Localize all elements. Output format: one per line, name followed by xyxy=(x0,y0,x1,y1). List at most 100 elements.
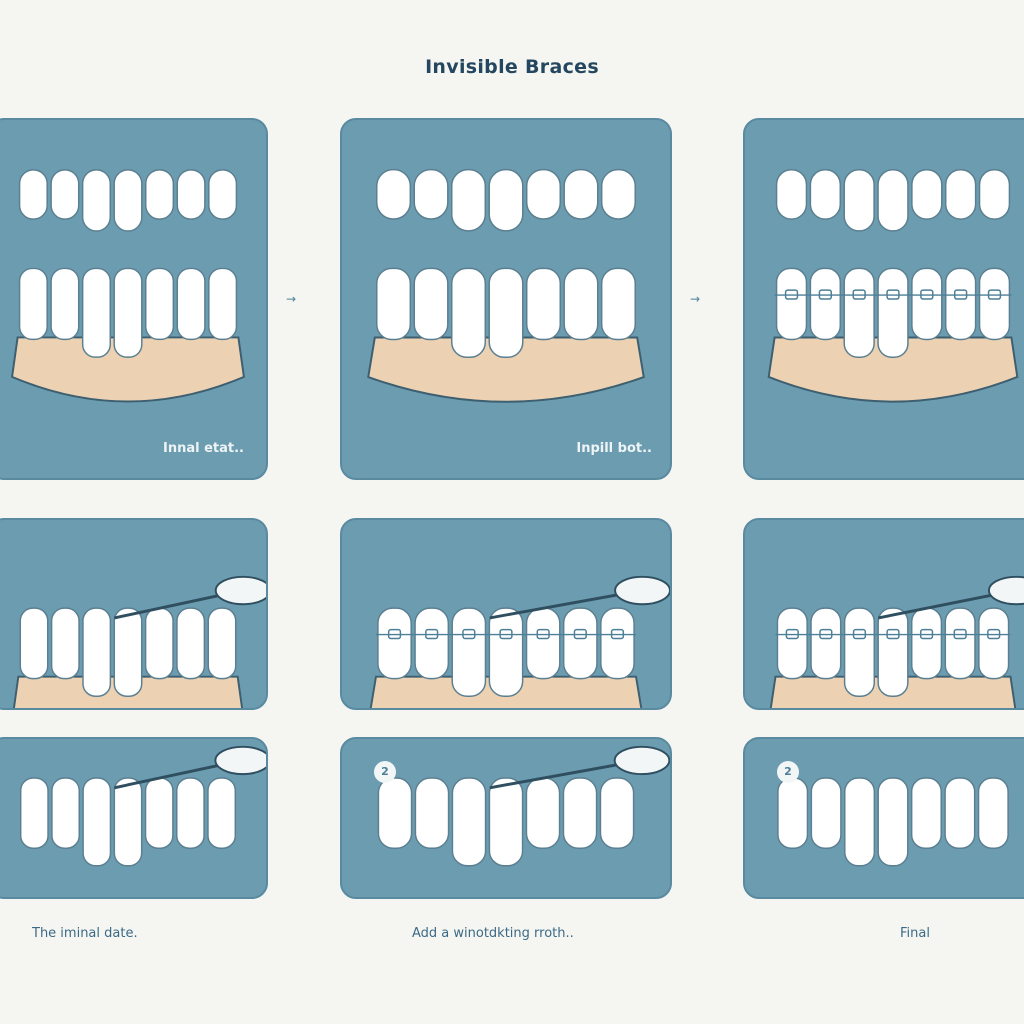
upper-tooth xyxy=(775,169,808,220)
upper-tooth xyxy=(911,169,943,220)
panel-initial-state: Innal etat.. xyxy=(0,118,268,480)
upper-tooth xyxy=(451,168,487,232)
arrow-icon: → xyxy=(286,292,297,306)
lower-tooth xyxy=(413,267,449,341)
lower-tooth xyxy=(113,777,143,867)
molars-illustration xyxy=(777,777,1009,867)
panel-input-state: Inpill bot.. xyxy=(340,118,672,480)
gum-shape xyxy=(767,336,1019,403)
upper-tooth xyxy=(843,169,875,232)
lower-tooth xyxy=(911,267,943,341)
upper-tooth xyxy=(563,168,599,220)
lower-tooth xyxy=(562,607,598,680)
panel-procedure-1 xyxy=(0,518,268,710)
panel-molars-1 xyxy=(0,737,268,899)
lower-tooth xyxy=(809,267,842,341)
lower-tooth xyxy=(843,607,875,697)
upper-tooth xyxy=(145,169,175,220)
upper-tooth xyxy=(208,169,238,220)
lower-tooth xyxy=(451,267,487,359)
lower-tooth xyxy=(944,607,976,680)
upper-tooth xyxy=(488,168,524,232)
lower-tooth xyxy=(207,607,237,680)
gum-shape xyxy=(367,336,645,403)
lower-tooth xyxy=(600,267,636,341)
gloved-hand xyxy=(214,575,266,606)
teeth-with-dental-tool-illustration xyxy=(369,575,670,708)
panel-procedure-2 xyxy=(340,518,672,710)
lower-tooth xyxy=(877,607,909,697)
arrow-icon: → xyxy=(690,292,701,306)
upper-lower-teeth-illustration xyxy=(367,168,645,403)
molars-illustration xyxy=(19,745,266,867)
gloved-hand xyxy=(613,745,670,776)
lower-tooth xyxy=(776,607,808,680)
lower-tooth xyxy=(207,777,237,849)
lower-tooth xyxy=(176,777,205,849)
lower-tooth xyxy=(414,777,450,849)
lower-tooth xyxy=(843,267,875,358)
lower-tooth xyxy=(376,267,412,341)
teeth-with-dental-tool-illustration xyxy=(769,575,1024,708)
upper-tooth xyxy=(944,169,977,220)
lower-tooth xyxy=(18,267,48,341)
upper-tooth xyxy=(81,169,111,232)
upper-lower-teeth-illustration xyxy=(10,169,246,403)
panel-procedure-3 xyxy=(743,518,1024,710)
step-badge: 2 xyxy=(777,761,799,783)
lower-tooth xyxy=(600,607,635,680)
upper-tooth xyxy=(525,168,561,220)
lower-tooth xyxy=(525,607,561,680)
lower-tooth xyxy=(911,607,943,680)
gum-shape xyxy=(10,336,246,403)
upper-tooth xyxy=(877,169,909,232)
lower-tooth xyxy=(978,607,1010,680)
lower-tooth xyxy=(113,607,143,697)
lower-tooth xyxy=(562,777,598,849)
lower-tooth xyxy=(944,777,976,849)
caption-initial: The iminal date. xyxy=(32,926,138,941)
gloved-hand xyxy=(987,575,1024,606)
lower-tooth xyxy=(81,267,111,358)
lower-tooth xyxy=(810,607,842,680)
lower-tooth xyxy=(51,777,80,849)
panel-molars-3: 2 xyxy=(743,737,1024,899)
lower-tooth xyxy=(488,777,524,867)
lower-tooth xyxy=(19,607,49,680)
lower-tooth xyxy=(978,267,1011,341)
lower-tooth xyxy=(525,777,561,849)
gloved-hand xyxy=(214,745,266,776)
lower-tooth xyxy=(176,607,206,680)
lower-tooth xyxy=(208,267,238,341)
lower-tooth xyxy=(775,267,808,341)
lower-tooth xyxy=(944,267,977,341)
lower-tooth xyxy=(113,267,143,358)
teeth-with-braces-illustration xyxy=(767,169,1019,403)
panel-label: Innal etat.. xyxy=(163,441,244,456)
panel-molars-2: 2 xyxy=(340,737,672,899)
page-title: Invisible Braces xyxy=(425,56,599,78)
lower-tooth xyxy=(977,777,1009,849)
panel-braces-state xyxy=(743,118,1024,480)
lower-tooth xyxy=(377,777,413,849)
upper-tooth xyxy=(376,168,412,220)
lower-tooth xyxy=(599,777,635,849)
upper-tooth xyxy=(50,169,80,220)
upper-tooth xyxy=(809,169,842,220)
lower-tooth xyxy=(910,777,942,849)
teeth-with-dental-tool-illustration xyxy=(12,575,266,708)
panel-label: Inpill bot.. xyxy=(576,441,652,456)
upper-tooth xyxy=(176,169,206,220)
upper-tooth xyxy=(978,169,1011,220)
lower-tooth xyxy=(451,607,487,697)
upper-tooth xyxy=(113,169,143,232)
lower-tooth xyxy=(19,777,49,849)
gloved-hand xyxy=(614,575,670,606)
molars-illustration xyxy=(377,745,670,867)
lower-tooth xyxy=(810,777,842,849)
step-badge: 2 xyxy=(374,761,396,783)
lower-tooth xyxy=(488,607,524,697)
lower-tooth xyxy=(50,267,80,341)
lower-tooth xyxy=(82,607,112,697)
lower-tooth xyxy=(844,777,876,867)
